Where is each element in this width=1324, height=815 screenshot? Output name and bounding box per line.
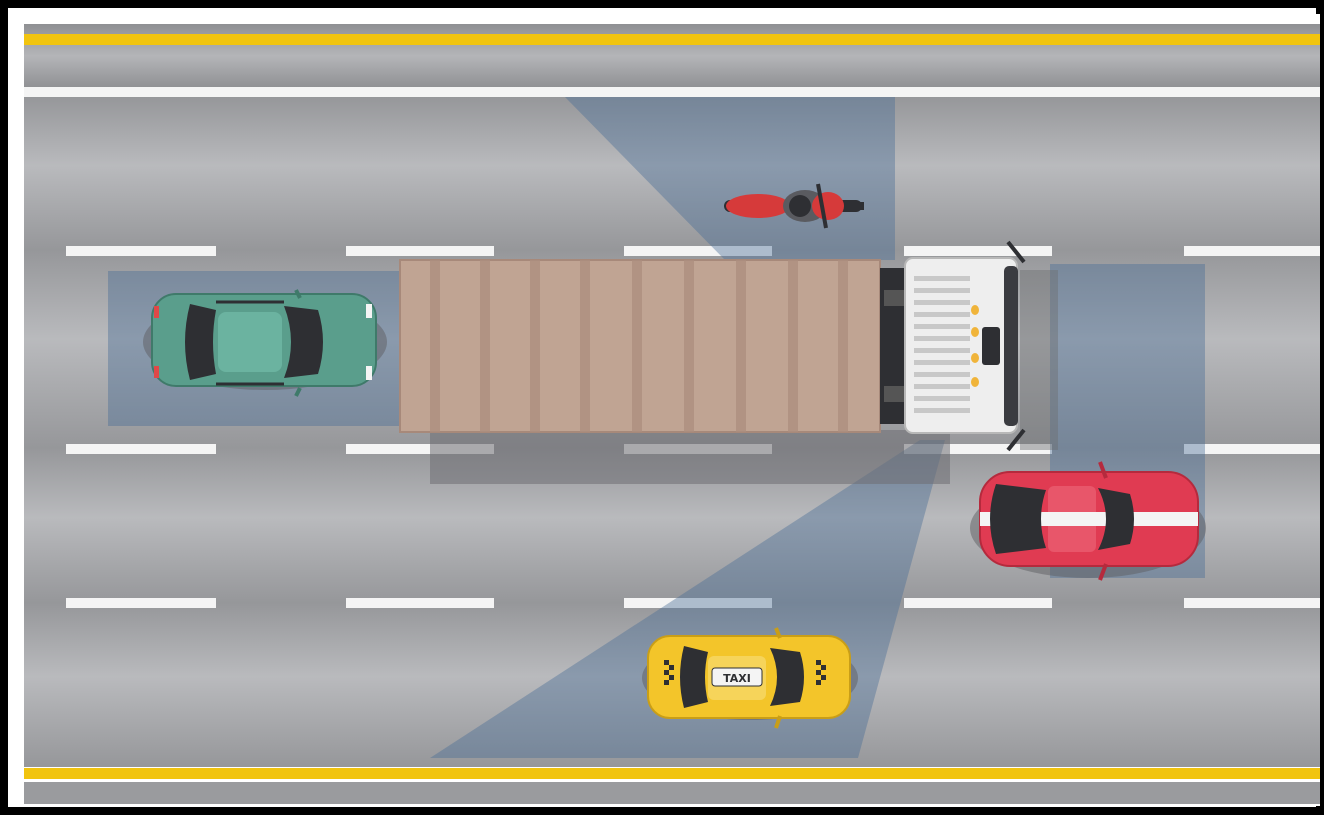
top-shoulder <box>24 24 1320 88</box>
green-car-icon <box>143 290 387 396</box>
cab-hatch <box>982 327 1000 365</box>
taxi-icon: TAXI <box>642 628 858 728</box>
yellow-line-bottom <box>24 768 1320 779</box>
truck-icon <box>400 242 1024 450</box>
yellow-line-top <box>24 34 1320 45</box>
cab-windshield <box>1004 266 1018 426</box>
truck-shadow <box>430 430 950 484</box>
edge-line-top <box>24 87 1320 97</box>
truck-cab <box>905 258 1017 433</box>
bottom-shoulder <box>24 782 1320 804</box>
taxi-roof-sign-text: TAXI <box>723 672 751 685</box>
red-car-icon <box>970 462 1206 580</box>
